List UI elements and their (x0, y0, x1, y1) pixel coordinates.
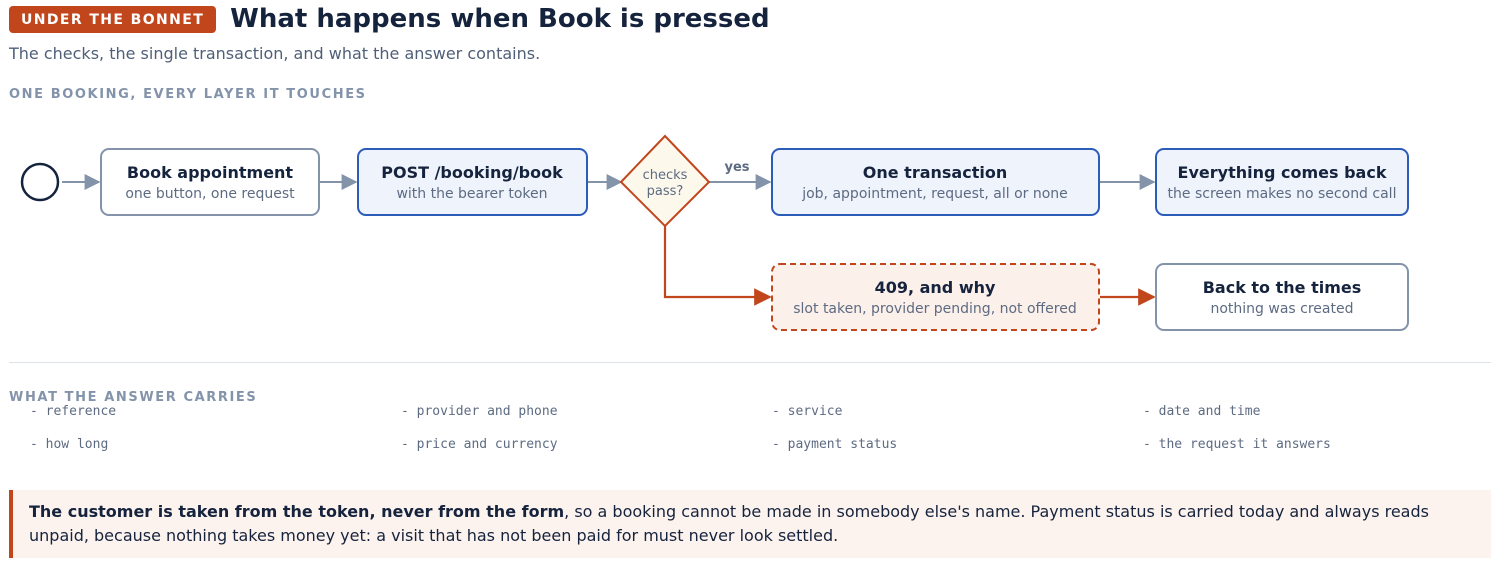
node-back-sub: the screen makes no second call (1168, 186, 1397, 202)
node-409-conflict: 409, and why slot taken, provider pendin… (771, 263, 1100, 331)
node-times-sub: nothing was created (1210, 301, 1353, 317)
node-conflict-title: 409, and why (875, 278, 996, 297)
node-everything-comes-back: Everything comes back the screen makes n… (1155, 148, 1409, 216)
node-back-title: Everything comes back (1178, 163, 1387, 182)
answer-field: - provider and phone (401, 404, 558, 419)
node-book-appointment: Book appointment one button, one request (100, 148, 320, 216)
section-badge: UNDER THE BONNET (9, 5, 217, 33)
booking-flow-diagram: yes Book appointment one button, one req… (20, 134, 1409, 331)
node-back-to-times: Back to the times nothing was created (1155, 263, 1409, 331)
node-post-booking: POST /booking/book with the bearer token (357, 148, 588, 216)
answer-field: - reference (30, 404, 117, 419)
node-book-sub: one button, one request (125, 186, 295, 202)
page-title: What happens when Book is pressed (230, 4, 770, 34)
node-checks-decision: checks pass? (619, 134, 711, 228)
node-one-transaction: One transaction job, appointment, reques… (771, 148, 1100, 216)
answer-section-label: WHAT THE ANSWER CARRIES (9, 390, 258, 405)
answer-field: - payment status (772, 437, 898, 452)
section-divider (9, 362, 1491, 363)
note-body: , so a booking cannot be made in somebod… (29, 502, 1429, 545)
page-subtitle: The checks, the single transaction, and … (9, 44, 541, 63)
answer-field: - service (772, 404, 843, 419)
note-emphasis: The customer is taken from the token, ne… (29, 502, 565, 521)
decision-line-1: checks (643, 168, 688, 183)
node-times-title: Back to the times (1203, 278, 1362, 297)
node-post-title: POST /booking/book (381, 163, 563, 182)
node-book-title: Book appointment (127, 163, 294, 182)
answer-field-list: - reference - provider and phone - servi… (30, 404, 1500, 464)
answer-field: - date and time (1143, 404, 1261, 419)
answer-field: - the request it answers (1143, 437, 1331, 452)
decision-line-2: pass? (647, 184, 684, 199)
customer-token-note: The customer is taken from the token, ne… (9, 490, 1491, 558)
node-txn-title: One transaction (863, 163, 1007, 182)
answer-field: - price and currency (401, 437, 558, 452)
start-node (20, 162, 60, 202)
node-conflict-sub: slot taken, provider pending, not offere… (793, 301, 1077, 317)
header: UNDER THE BONNET What happens when Book … (9, 4, 770, 34)
answer-field: - how long (30, 437, 109, 452)
edge-decision-no (663, 226, 772, 306)
yes-edge-label: yes (724, 160, 749, 175)
node-txn-sub: job, appointment, request, all or none (801, 186, 1068, 202)
flow-section-label: ONE BOOKING, EVERY LAYER IT TOUCHES (9, 87, 367, 102)
node-post-sub: with the bearer token (396, 186, 547, 202)
